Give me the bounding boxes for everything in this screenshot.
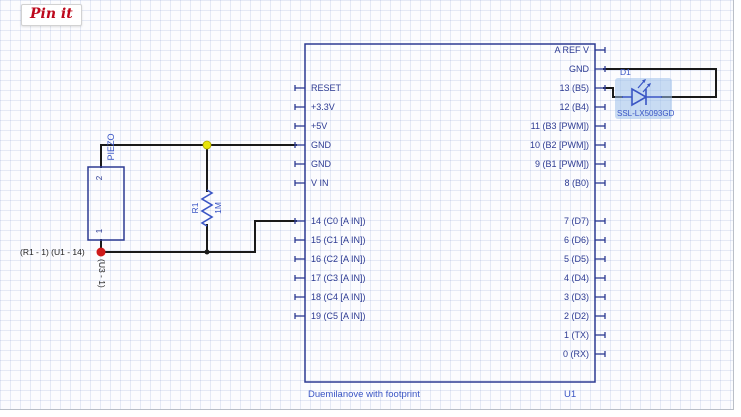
resistor-value-label: 1M bbox=[213, 202, 223, 214]
resistor-component[interactable]: R1 1M bbox=[190, 189, 223, 227]
wire-piezo2-to-gnd[interactable] bbox=[100, 144, 297, 168]
arduino-pin-right-9[interactable]: 6 (D6) bbox=[564, 235, 606, 245]
arduino-pin-left-6[interactable]: 14 (C0 [A IN]) bbox=[294, 216, 366, 226]
pin-label: 10 (B2 [PWM]) bbox=[530, 140, 589, 150]
arduino-right-pins: A REF V GND 13 (B5) 12 (B4) 11 (B3 [PWM]) 10 … bbox=[530, 45, 606, 359]
pin-label: 8 (B0) bbox=[564, 178, 589, 188]
pin-label: 2 (D2) bbox=[564, 311, 589, 321]
pin-label: 3 (D3) bbox=[564, 292, 589, 302]
pin-label: 14 (C0 [A IN]) bbox=[311, 216, 366, 226]
wires bbox=[100, 68, 717, 253]
pin-label: 18 (C4 [A IN]) bbox=[311, 292, 366, 302]
pin-label: 5 (D5) bbox=[564, 254, 589, 264]
pin-label: 1 (TX) bbox=[564, 330, 589, 340]
arduino-pin-left-2[interactable]: +5V bbox=[294, 121, 327, 131]
pin-label: 7 (D7) bbox=[564, 216, 589, 226]
arduino-left-pins: RESET +3.3V +5V GND GND V IN 14 (C0 [A IN]) 15 … bbox=[294, 83, 366, 321]
pin-label: RESET bbox=[311, 83, 342, 93]
arduino-pin-right-3[interactable]: 12 (B4) bbox=[559, 102, 606, 112]
arduino-pin-left-0[interactable]: RESET bbox=[294, 83, 342, 93]
pin-label: 17 (C3 [A IN]) bbox=[311, 273, 366, 283]
arduino-pin-left-9[interactable]: 17 (C3 [A IN]) bbox=[294, 273, 366, 283]
pin-label: 11 (B3 [PWM]) bbox=[531, 121, 589, 131]
pin-label: 9 (B1 [PWM]) bbox=[535, 159, 589, 169]
arduino-pin-left-5[interactable]: V IN bbox=[294, 178, 329, 188]
wire-gnd-to-led[interactable] bbox=[603, 68, 717, 98]
arduino-pin-right-14[interactable]: 1 (TX) bbox=[564, 330, 606, 340]
pin-label: 13 (B5) bbox=[559, 83, 589, 93]
arduino-pin-right-10[interactable]: 5 (D5) bbox=[564, 254, 606, 264]
arduino-pin-right-1[interactable]: GND bbox=[569, 64, 606, 74]
pin-label: GND bbox=[569, 64, 590, 74]
led-component[interactable]: D1 SSL-LX5093GD bbox=[615, 67, 675, 119]
piezo-name-label: PIEZO bbox=[106, 133, 116, 160]
arduino-pin-left-8[interactable]: 16 (C2 [A IN]) bbox=[294, 254, 366, 264]
pin-label: 0 (RX) bbox=[563, 349, 589, 359]
arduino-pin-left-3[interactable]: GND bbox=[294, 140, 332, 150]
arduino-name-label: Duemilanove with footprint bbox=[308, 389, 420, 400]
piezo-body[interactable] bbox=[87, 166, 125, 241]
pin-label: 16 (C2 [A IN]) bbox=[311, 254, 366, 264]
piezo-component[interactable]: 2 1 PIEZO bbox=[87, 133, 125, 241]
led-ref-label: D1 bbox=[620, 67, 631, 77]
arduino-pin-right-0[interactable]: A REF V bbox=[554, 45, 606, 55]
led-symbol[interactable] bbox=[622, 87, 662, 107]
arduino-pin-right-8[interactable]: 7 (D7) bbox=[564, 216, 606, 226]
pin-label: GND bbox=[311, 159, 332, 169]
wire-to-pin14[interactable] bbox=[100, 220, 297, 253]
arduino-pin-right-7[interactable]: 8 (B0) bbox=[564, 178, 606, 188]
arduino-body[interactable] bbox=[304, 43, 596, 383]
net-label: (R1 - 1) (U1 - 14) bbox=[20, 247, 85, 257]
pin-label: 15 (C1 [A IN]) bbox=[311, 235, 366, 245]
resistor-zigzag[interactable] bbox=[200, 189, 214, 227]
net-label-vertical: (U3 - 1) bbox=[97, 259, 107, 288]
pin-label: +3.3V bbox=[311, 102, 335, 112]
arduino-pin-left-4[interactable]: GND bbox=[294, 159, 332, 169]
pin-label: 6 (D6) bbox=[564, 235, 589, 245]
pin-label: A REF V bbox=[554, 45, 589, 55]
net-endpoint-dot[interactable] bbox=[96, 247, 106, 257]
pin-label: 19 (C5 [A IN]) bbox=[311, 311, 366, 321]
arduino-pin-right-2[interactable]: 13 (B5) bbox=[559, 83, 606, 93]
piezo-pin2-label: 2 bbox=[95, 175, 104, 180]
arduino-pin-right-6[interactable]: 9 (B1 [PWM]) bbox=[535, 159, 606, 169]
arduino-pin-left-11[interactable]: 19 (C5 [A IN]) bbox=[294, 311, 366, 321]
pin-label: 12 (B4) bbox=[559, 102, 589, 112]
led-arrowhead-2 bbox=[647, 83, 651, 87]
arduino-pin-right-12[interactable]: 3 (D3) bbox=[564, 292, 606, 302]
arduino-ref-label: U1 bbox=[564, 389, 576, 400]
pin-label: 4 (D4) bbox=[564, 273, 589, 283]
junction-dot-yellow[interactable] bbox=[202, 140, 212, 150]
pin-label: GND bbox=[311, 140, 332, 150]
pin-label: +5V bbox=[311, 121, 327, 131]
arduino-component[interactable]: RESET +3.3V +5V GND GND V IN 14 (C0 [A IN]) 15 … bbox=[294, 43, 606, 400]
arduino-pin-left-1[interactable]: +3.3V bbox=[294, 102, 335, 112]
junction-dot[interactable] bbox=[204, 249, 210, 255]
led-arrowhead-1 bbox=[642, 79, 646, 83]
arduino-pin-left-10[interactable]: 18 (C4 [A IN]) bbox=[294, 292, 366, 302]
arduino-pin-right-11[interactable]: 4 (D4) bbox=[564, 273, 606, 283]
arduino-pin-right-4[interactable]: 11 (B3 [PWM]) bbox=[531, 121, 606, 131]
pin-label: V IN bbox=[311, 178, 329, 188]
arduino-pin-right-15[interactable]: 0 (RX) bbox=[563, 349, 606, 359]
resistor-ref-label: R1 bbox=[190, 202, 200, 213]
arduino-pin-left-7[interactable]: 15 (C1 [A IN]) bbox=[294, 235, 366, 245]
arduino-pin-right-5[interactable]: 10 (B2 [PWM]) bbox=[530, 140, 606, 150]
arduino-pin-right-13[interactable]: 2 (D2) bbox=[564, 311, 606, 321]
piezo-pin1-label: 1 bbox=[95, 228, 104, 233]
pin-it-button[interactable]: Pin it bbox=[21, 4, 82, 26]
led-part-label: SSL-LX5093GD bbox=[617, 109, 675, 118]
